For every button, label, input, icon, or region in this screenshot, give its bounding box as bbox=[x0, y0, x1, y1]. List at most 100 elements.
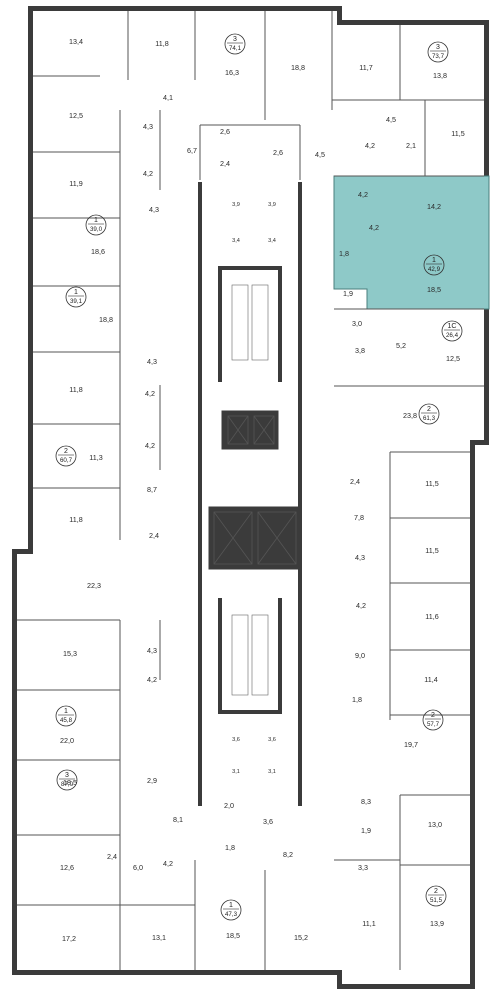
unit-room-count: 3 bbox=[436, 44, 440, 51]
room-area-label: 2,6 bbox=[220, 127, 230, 136]
unit-badge-circle bbox=[425, 885, 447, 907]
unit-badge-circle bbox=[418, 403, 440, 425]
unit-total-area: 61,3 bbox=[423, 415, 436, 422]
unit-total-area: 51,5 bbox=[430, 897, 443, 904]
room-area-label: 8,3 bbox=[361, 797, 371, 806]
room-area-label: 5,2 bbox=[396, 341, 406, 350]
unit-badge[interactable]: 139,0 bbox=[85, 214, 107, 236]
room-area-label: 13,8 bbox=[433, 71, 447, 80]
unit-room-count: 1 bbox=[432, 257, 436, 264]
room-area-label: 17,2 bbox=[62, 934, 76, 943]
unit-total-area: 39,1 bbox=[70, 298, 83, 305]
room-area-label: 1,8 bbox=[225, 843, 235, 852]
room-area-label: 3,1 bbox=[268, 769, 276, 775]
unit-badge-circle bbox=[423, 254, 445, 276]
room-area-label: 2,4 bbox=[350, 477, 360, 486]
room-area-label: 13,9 bbox=[430, 919, 444, 928]
room-area-label: 4,2 bbox=[145, 441, 155, 450]
unit-badge-circle bbox=[85, 214, 107, 236]
room-area-label: 22,0 bbox=[60, 736, 74, 745]
unit-total-area: 42,9 bbox=[428, 266, 441, 273]
room-area-label: 2,1 bbox=[406, 141, 416, 150]
room-area-label: 3,4 bbox=[232, 238, 240, 244]
room-area-label: 2,9 bbox=[147, 776, 157, 785]
unit-badge[interactable]: 261,3 bbox=[418, 403, 440, 425]
room-area-label: 18,8 bbox=[291, 63, 305, 72]
room-area-label: 15,3 bbox=[63, 649, 77, 658]
unit-badge[interactable]: 139,1 bbox=[65, 286, 87, 308]
unit-room-count: 3 bbox=[65, 772, 69, 779]
room-area-label: 2,4 bbox=[220, 159, 230, 168]
room-area-label: 18,5 bbox=[226, 931, 240, 940]
interior-walls bbox=[17, 11, 484, 970]
unit-badge[interactable]: 257,7 bbox=[422, 709, 444, 731]
room-area-label: 1,9 bbox=[343, 289, 353, 298]
unit-room-count: 1 bbox=[74, 289, 78, 296]
room-area-label: 11,4 bbox=[424, 675, 437, 684]
room-area-label: 11,8 bbox=[69, 385, 82, 394]
unit-badge[interactable]: 374,1 bbox=[224, 33, 246, 55]
room-area-label: 11,9 bbox=[69, 179, 82, 188]
room-area-label: 4,2 bbox=[356, 601, 366, 610]
room-area-label: 11,5 bbox=[425, 479, 438, 488]
elevators bbox=[213, 415, 297, 565]
room-area-label: 4,2 bbox=[143, 169, 153, 178]
unit-total-area: 57,7 bbox=[427, 721, 440, 728]
room-area-label: 3,0 bbox=[352, 319, 362, 328]
unit-badge[interactable]: 251,5 bbox=[425, 885, 447, 907]
room-area-label: 11,6 bbox=[425, 612, 438, 621]
unit-room-count: 2 bbox=[64, 448, 68, 455]
room-area-label: 3,9 bbox=[232, 202, 240, 208]
room-area-label: 9,0 bbox=[355, 651, 365, 660]
room-area-label: 12,5 bbox=[446, 354, 460, 363]
room-area-label: 6,7 bbox=[187, 146, 197, 155]
room-area-label: 18,5 bbox=[427, 285, 441, 294]
unit-room-count: 3 bbox=[233, 36, 237, 43]
room-area-label: 11,3 bbox=[89, 453, 102, 462]
unit-badge-circle bbox=[220, 899, 242, 921]
unit-total-area: 74,1 bbox=[229, 45, 242, 52]
room-area-label: 11,8 bbox=[155, 39, 168, 48]
room-area-label: 11,5 bbox=[451, 129, 464, 138]
unit-badge[interactable]: 145,8 bbox=[55, 705, 77, 727]
room-area-label: 12,6 bbox=[60, 863, 74, 872]
unit-room-count: 2 bbox=[434, 888, 438, 895]
room-area-label: 3,9 bbox=[268, 202, 276, 208]
room-area-label: 2,6 bbox=[273, 148, 283, 157]
unit-badge[interactable]: 373,7 bbox=[427, 41, 449, 63]
room-area-label: 18,5 bbox=[63, 778, 77, 787]
unit-badge[interactable]: 260,7 bbox=[55, 445, 77, 467]
unit-room-count: 1 bbox=[229, 902, 233, 909]
room-area-label: 1,8 bbox=[339, 249, 349, 258]
unit-badge-circle bbox=[56, 769, 78, 791]
unit-badge[interactable]: 147,3 bbox=[220, 899, 242, 921]
unit-room-count: 2 bbox=[427, 406, 431, 413]
room-area-label: 4,3 bbox=[147, 646, 157, 655]
room-area-label: 22,3 bbox=[87, 581, 101, 590]
room-area-label: 4,3 bbox=[147, 357, 157, 366]
unit-room-count: 2 bbox=[431, 712, 435, 719]
room-area-label: 4,5 bbox=[315, 150, 325, 159]
room-area-label: 13,1 bbox=[152, 933, 166, 942]
room-area-label: 11,8 bbox=[69, 515, 82, 524]
room-area-label: 4,2 bbox=[163, 859, 173, 868]
unit-total-area: 26,4 bbox=[446, 332, 459, 339]
room-area-label: 4,1 bbox=[163, 93, 173, 102]
unit-total-area: 47,3 bbox=[225, 911, 238, 918]
room-area-label: 3,6 bbox=[263, 817, 273, 826]
room-area-label: 8,7 bbox=[147, 485, 157, 494]
room-area-label: 16,3 bbox=[225, 68, 239, 77]
unit-badge-circle bbox=[427, 41, 449, 63]
room-area-label: 2,4 bbox=[107, 852, 117, 861]
unit-badge[interactable]: 142,9 bbox=[423, 254, 445, 276]
room-area-label: 15,2 bbox=[294, 933, 308, 942]
room-area-label: 4,2 bbox=[147, 675, 157, 684]
unit-room-count: 1 bbox=[64, 708, 68, 715]
room-area-label: 4,5 bbox=[386, 115, 396, 124]
unit-badge[interactable]: 387,0 bbox=[56, 769, 78, 791]
unit-badge-circle bbox=[55, 445, 77, 467]
room-area-label: 2,0 bbox=[224, 801, 234, 810]
